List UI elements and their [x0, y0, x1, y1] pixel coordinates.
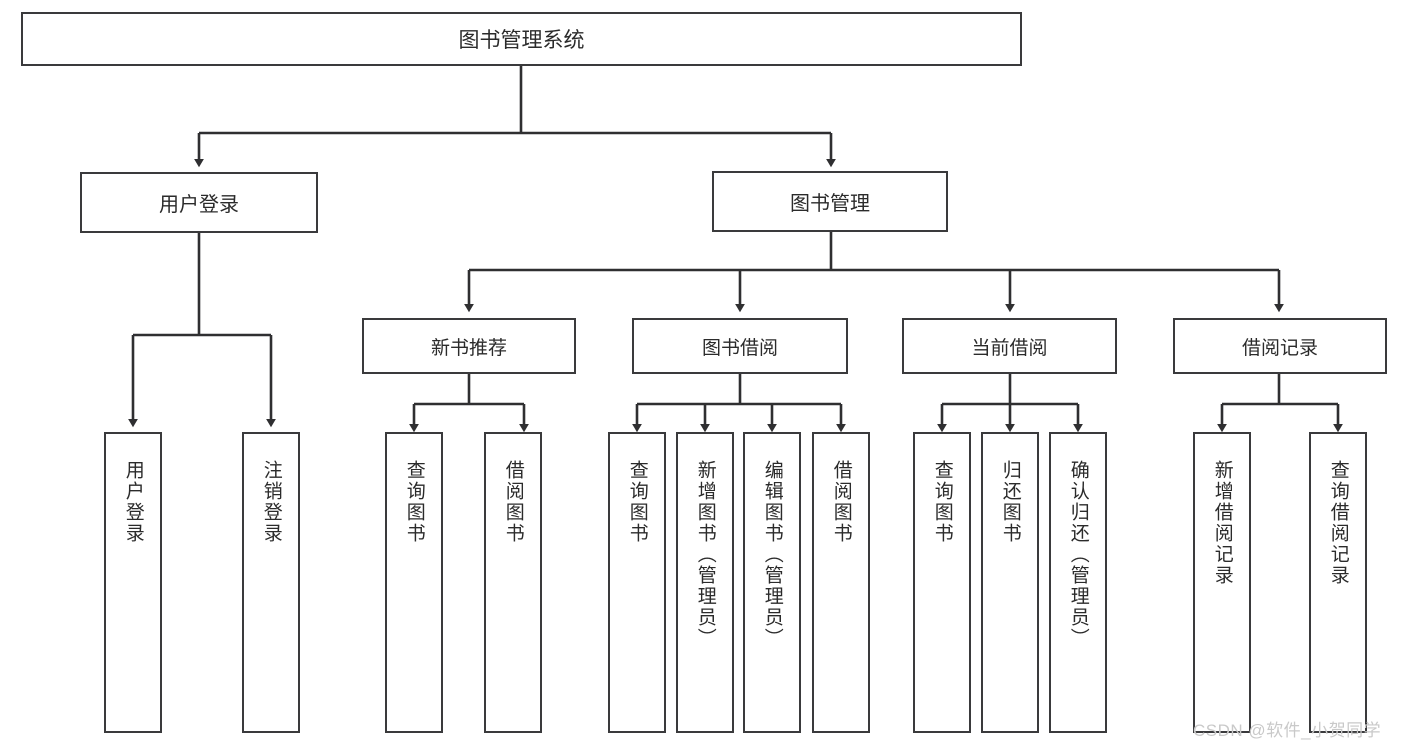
leaf-book-borrow-add[interactable]: 新增图书（管理员）	[676, 432, 734, 733]
leaf-new-book-borrow[interactable]: 借阅图书	[484, 432, 542, 733]
leaf-label: 查询图书	[403, 460, 425, 544]
node-borrow-record[interactable]: 借阅记录	[1173, 318, 1387, 374]
leaf-label: 查询图书	[931, 460, 953, 544]
leaf-borrow-record-query[interactable]: 查询借阅记录	[1309, 432, 1367, 733]
leaf-label: 新增图书（管理员）	[694, 460, 716, 649]
node-new-book-recommend[interactable]: 新书推荐	[362, 318, 576, 374]
node-root-system[interactable]: 图书管理系统	[21, 12, 1022, 66]
leaf-new-book-query[interactable]: 查询图书	[385, 432, 443, 733]
leaf-borrow-record-add[interactable]: 新增借阅记录	[1193, 432, 1251, 733]
leaf-current-borrow-confirm-return[interactable]: 确认归还（管理员）	[1049, 432, 1107, 733]
csdn-watermark: CSDN @软件_小贺同学	[1193, 721, 1382, 740]
leaf-label: 注销登录	[260, 460, 282, 544]
leaf-user-login-logout[interactable]: 注销登录	[242, 432, 300, 733]
leaf-label: 借阅图书	[830, 460, 852, 544]
leaf-book-borrow-query[interactable]: 查询图书	[608, 432, 666, 733]
leaf-label: 借阅图书	[502, 460, 524, 544]
leaf-book-borrow-borrow[interactable]: 借阅图书	[812, 432, 870, 733]
leaf-label: 新增借阅记录	[1211, 460, 1233, 586]
node-user-login[interactable]: 用户登录	[80, 172, 318, 233]
leaf-current-borrow-return[interactable]: 归还图书	[981, 432, 1039, 733]
leaf-label: 查询图书	[626, 460, 648, 544]
leaf-label: 确认归还（管理员）	[1067, 460, 1089, 649]
leaf-current-borrow-query[interactable]: 查询图书	[913, 432, 971, 733]
leaf-user-login-login[interactable]: 用户登录	[104, 432, 162, 733]
leaf-label: 用户登录	[122, 460, 144, 544]
node-book-management[interactable]: 图书管理	[712, 171, 948, 232]
leaf-book-borrow-edit[interactable]: 编辑图书（管理员）	[743, 432, 801, 733]
leaf-label: 查询借阅记录	[1327, 460, 1349, 586]
node-book-borrow[interactable]: 图书借阅	[632, 318, 848, 374]
leaf-label: 归还图书	[999, 460, 1021, 544]
leaf-label: 编辑图书（管理员）	[761, 460, 783, 649]
node-current-borrow[interactable]: 当前借阅	[902, 318, 1117, 374]
